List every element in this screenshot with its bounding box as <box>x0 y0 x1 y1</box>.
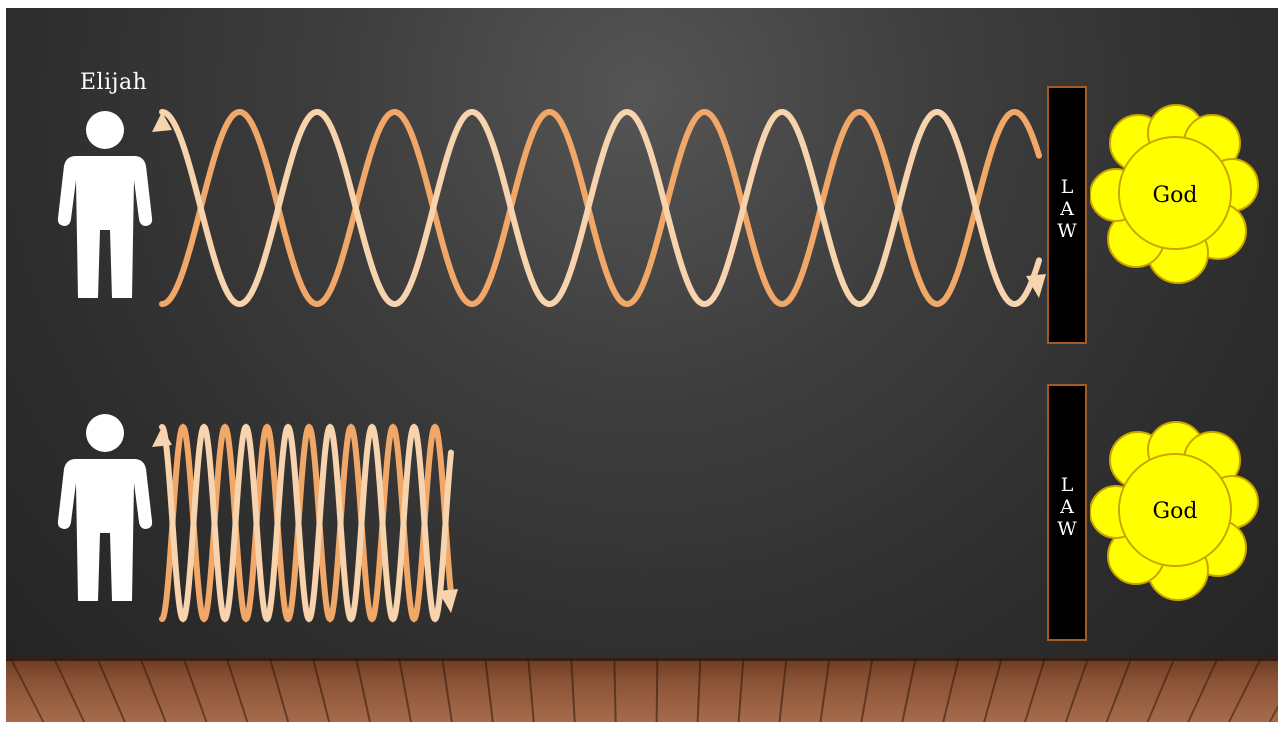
floor-plank-seam <box>311 658 331 722</box>
floor-plank-seam <box>983 658 1003 722</box>
floor-plank-seam <box>96 658 126 722</box>
slide-canvas: Elijah L A W L A W <box>6 8 1278 722</box>
floor-plank-seam <box>52 658 86 722</box>
law-letter: A <box>1060 496 1074 518</box>
long-wave-arrows <box>152 109 1046 307</box>
wood-floor <box>6 658 1278 722</box>
floor-plank-seam <box>398 658 412 722</box>
person-icon <box>57 111 153 298</box>
floor-plank-seam <box>860 658 874 722</box>
law-letter: W <box>1057 518 1077 540</box>
floor-plank-seam <box>9 658 45 722</box>
god-cloud-shape <box>1090 104 1259 284</box>
law-barrier: L A W <box>1047 86 1087 344</box>
floor-plank-seam <box>225 658 249 722</box>
floor-plank-seam <box>1228 658 1262 722</box>
floor-plank-seam <box>182 658 208 722</box>
floor-plank-seam <box>901 658 917 722</box>
floor-edge <box>6 658 1278 661</box>
law-letter: L <box>1060 474 1074 496</box>
floor-plank-seam <box>613 658 617 722</box>
floor-plank-seam <box>819 658 831 722</box>
law-letter: A <box>1060 198 1074 220</box>
floor-plank-seam <box>1146 658 1176 722</box>
law-letter: W <box>1057 220 1077 242</box>
short-wave-arrows <box>152 423 458 623</box>
god-label: God <box>1152 499 1198 524</box>
floor-plank-seam <box>737 658 745 722</box>
god-cloud-shape <box>1090 421 1259 601</box>
floor-plank-seam <box>1268 658 1278 722</box>
law-barrier: L A W <box>1047 384 1087 641</box>
floor-plank-seam <box>1064 658 1090 722</box>
floor-plank-seam <box>355 658 371 722</box>
floor-plank-seam <box>1105 658 1133 722</box>
law-letter: L <box>1060 176 1074 198</box>
floor-plank-seam <box>655 658 659 722</box>
floor-plank-seam <box>139 658 167 722</box>
floor-plank-seam <box>778 658 788 722</box>
floor-plank-seam <box>484 658 494 722</box>
floor-plank-seam <box>1024 658 1046 722</box>
floor-plank-seam <box>696 658 702 722</box>
floor-plank-seam <box>942 658 960 722</box>
floor-plank-seam <box>527 658 535 722</box>
floor-plank-seam <box>441 658 453 722</box>
floor-plank-seam <box>570 658 576 722</box>
god-label: God <box>1152 183 1198 208</box>
floor-plank-seam <box>1187 658 1219 722</box>
elijah-label: Elijah <box>80 70 148 95</box>
person-icon <box>57 414 153 601</box>
floor-plank-seam <box>268 658 290 722</box>
